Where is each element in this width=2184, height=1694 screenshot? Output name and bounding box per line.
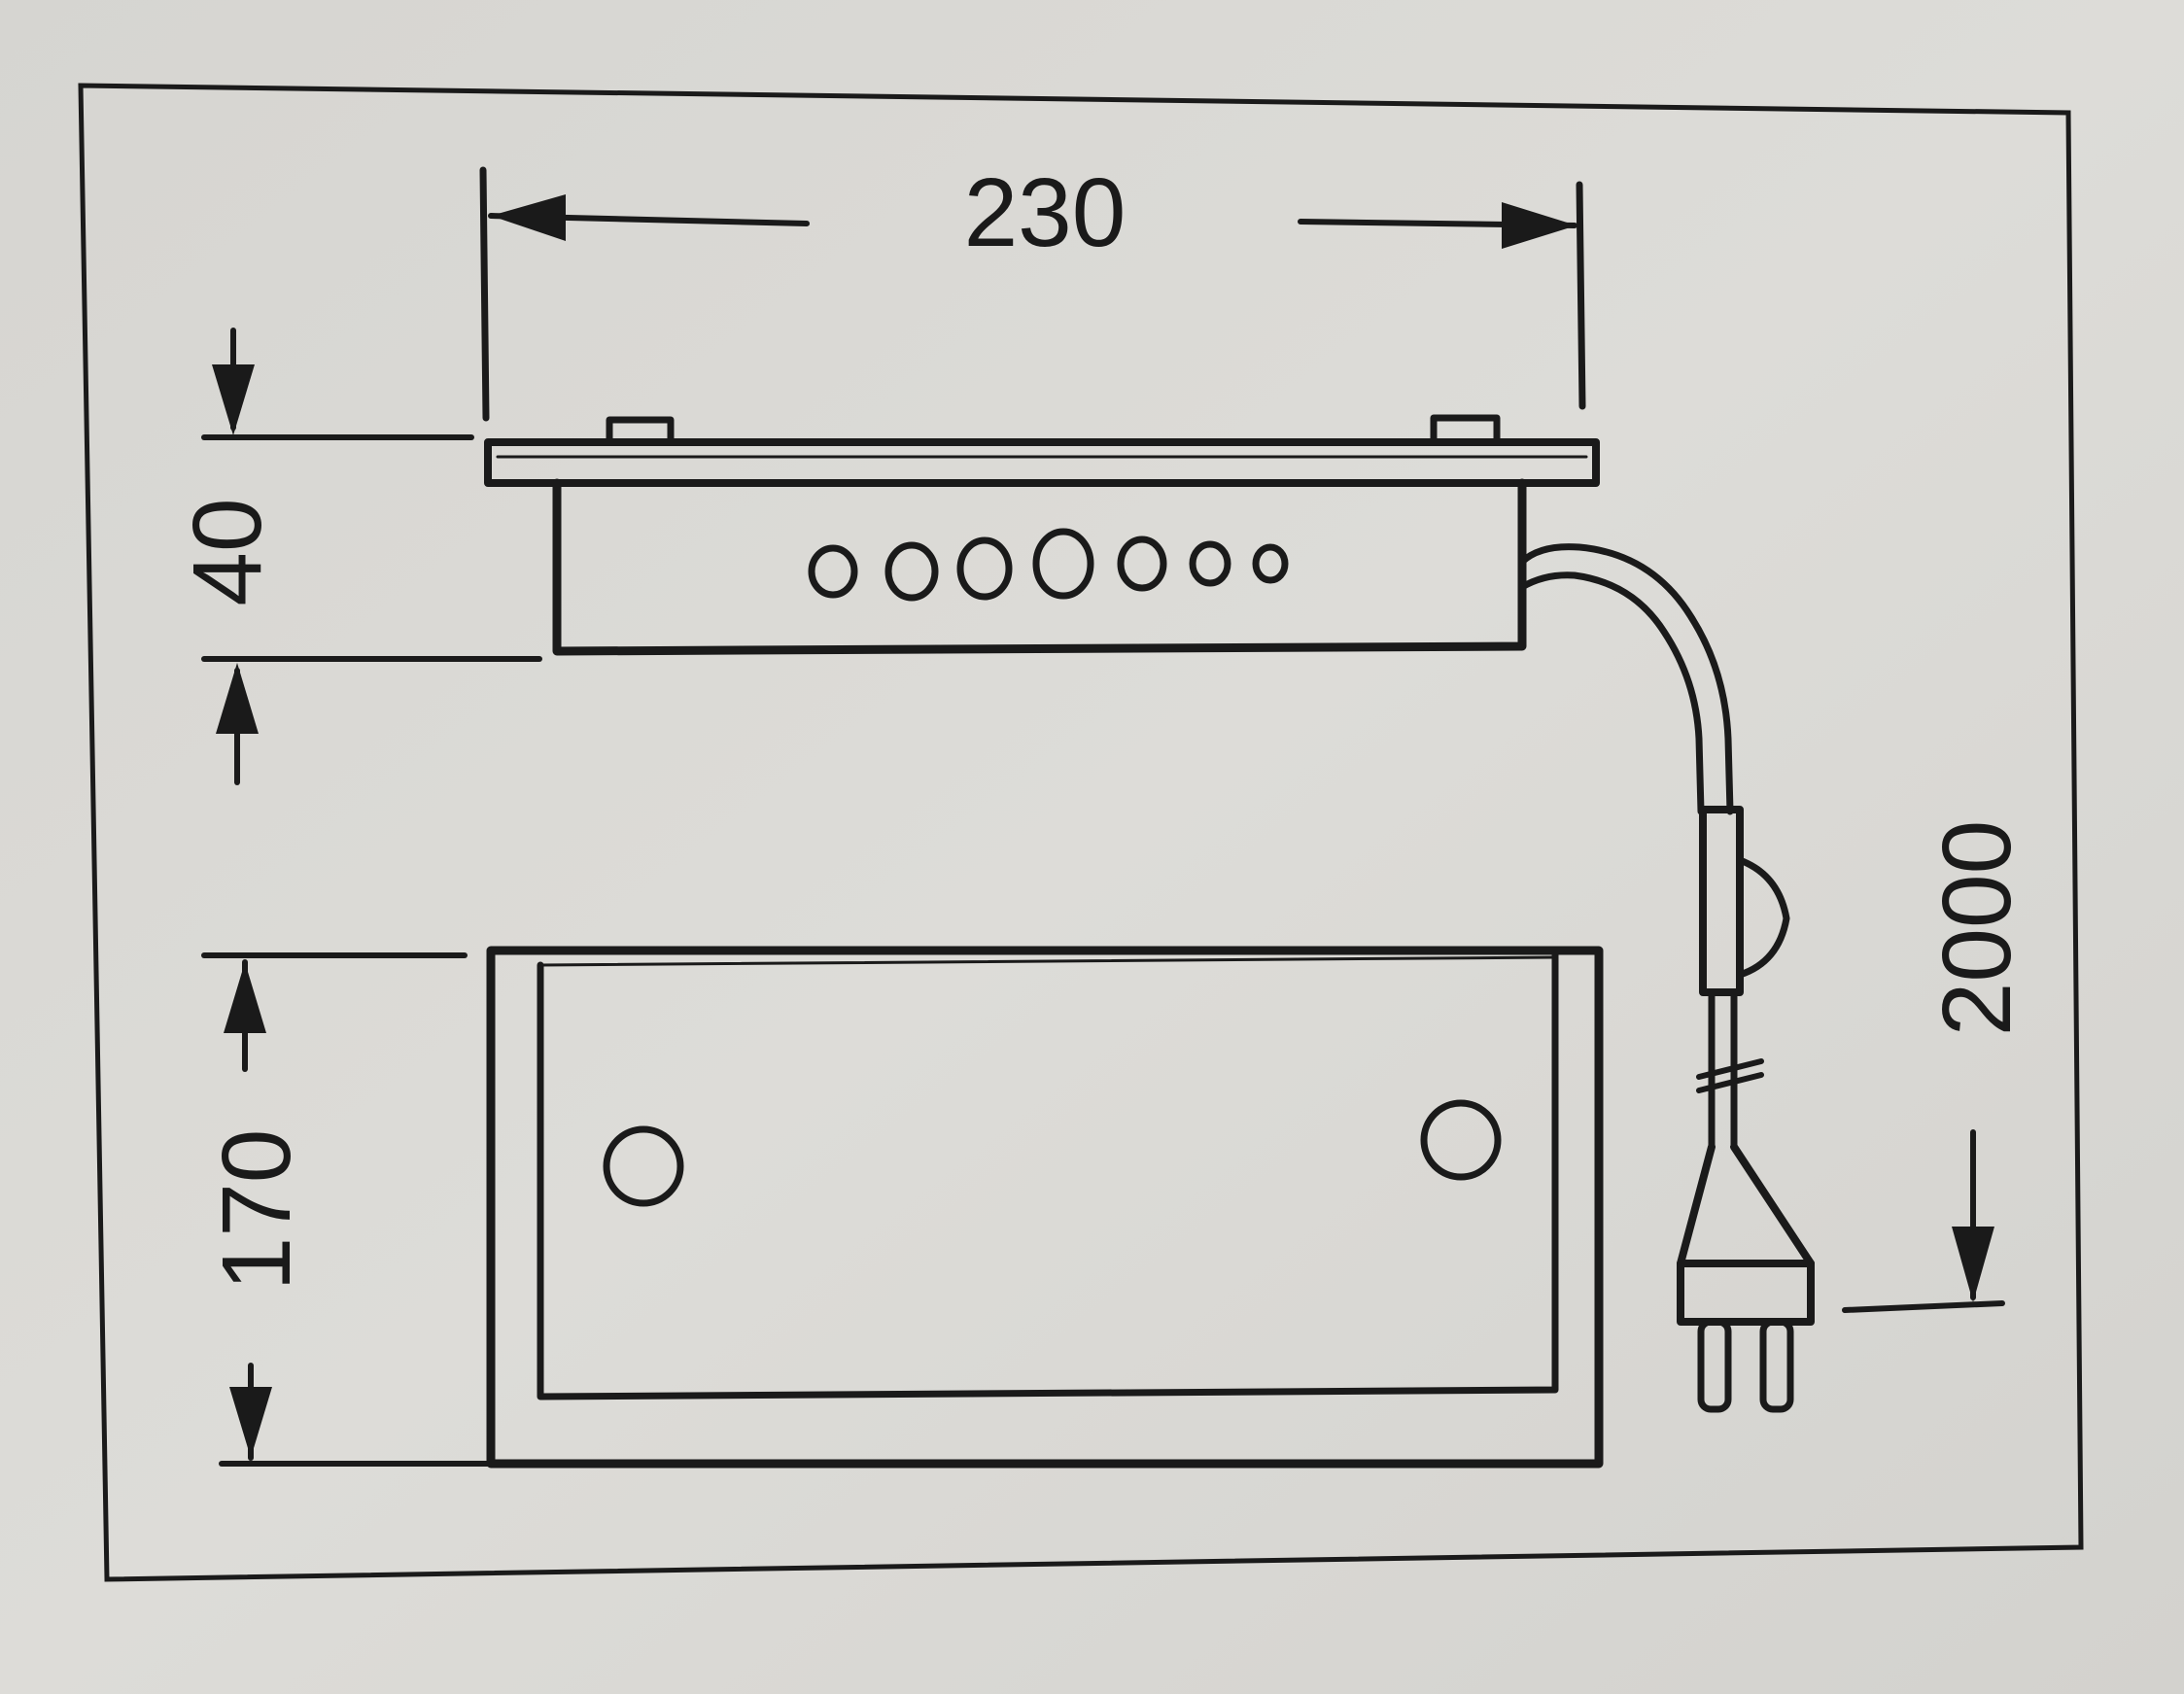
base-plate-inner (537, 947, 1559, 1400)
cable-length-label: 2000 (1923, 820, 2031, 1036)
plug-body (1677, 1260, 1815, 1326)
arrowhead-top (212, 364, 255, 435)
mounting-hole-right (1420, 1099, 1502, 1181)
arrowhead-bottom (229, 1387, 272, 1458)
cable-inner (1518, 571, 1705, 815)
cable-break-mark (1696, 1072, 1764, 1093)
cable-outer (1518, 543, 1734, 815)
base-plate-top-line (538, 955, 1557, 967)
extension-line-right (1576, 181, 1586, 410)
cable-break-mark (1696, 1058, 1764, 1080)
lamp-side-view (484, 414, 1600, 656)
mounting-plate (484, 438, 1600, 487)
arrowhead-top (224, 962, 266, 1033)
switch-rocker (1736, 856, 1790, 979)
height-label: 40 (173, 498, 282, 605)
arrowhead-left (491, 194, 566, 241)
width-dimension (479, 166, 1586, 422)
lamp-base-view (486, 946, 1604, 1469)
vent-holes (808, 528, 1289, 602)
arrowhead-right (1502, 202, 1577, 249)
height-dimension (201, 328, 542, 785)
arrowhead (1952, 1227, 1994, 1302)
width-label: 230 (964, 158, 1127, 267)
inline-switch (1699, 806, 1744, 996)
vent-hole (808, 544, 858, 599)
cable-dimension (1842, 1129, 2005, 1313)
depth-label: 170 (202, 1129, 311, 1292)
mounting-tab-right (1430, 414, 1501, 446)
plug-pin-right (1759, 1318, 1794, 1413)
plug-pin-left (1697, 1318, 1732, 1413)
vent-hole (1252, 543, 1289, 584)
base-plate-outer (486, 946, 1604, 1469)
vent-hole (1117, 536, 1167, 592)
mounting-tab-left (606, 416, 675, 446)
arrowhead-bottom (216, 663, 259, 734)
depth-dimension (201, 952, 494, 1467)
vent-hole (1189, 540, 1231, 587)
vent-hole (884, 541, 939, 602)
vent-hole (956, 536, 1013, 601)
power-cable (1518, 543, 1815, 1413)
vent-hole (1032, 528, 1094, 600)
extension-line-left (479, 166, 490, 422)
extension-line (1842, 1300, 2005, 1313)
mounting-hole-left (603, 1125, 684, 1207)
drawing-frame (78, 83, 2084, 1582)
